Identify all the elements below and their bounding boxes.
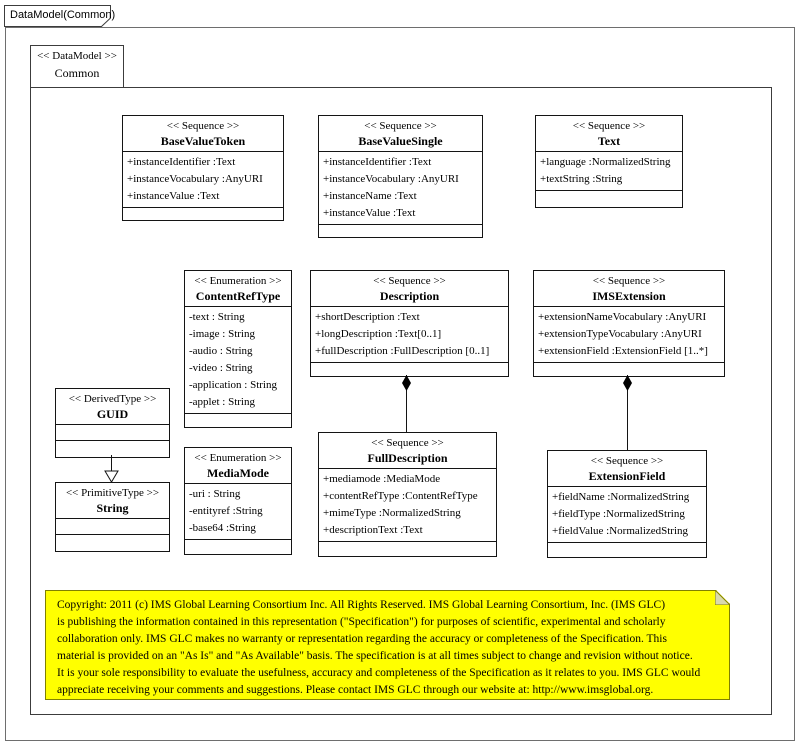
- class-name: Text: [597, 134, 621, 148]
- class-name: BaseValueSingle: [358, 134, 443, 148]
- composition-line-imsextension-extensionfield[interactable]: [627, 375, 628, 450]
- generalization-arrow-icon: [104, 470, 119, 483]
- empty-compartment: [185, 414, 291, 427]
- class-attribute: +instanceName :Text: [323, 190, 417, 202]
- copyright-note[interactable]: Copyright: 2011 (c) IMS Global Learning …: [45, 590, 730, 700]
- note-line: is publishing the information contained …: [57, 616, 666, 628]
- class-attribute: -image : String: [189, 328, 255, 340]
- empty-compartment: [319, 542, 496, 556]
- class-name: Description: [379, 289, 440, 303]
- class-stereotype: << Sequence >>: [590, 455, 664, 467]
- class-attribute: +instanceVocabulary :AnyURI: [127, 173, 263, 185]
- class-stereotype: << Sequence >>: [364, 120, 437, 132]
- class-stereotype: << Sequence >>: [373, 275, 446, 287]
- class-attribute: +fieldValue :NormalizedString: [552, 525, 689, 537]
- empty-compartment: [56, 441, 169, 457]
- class-name: MediaMode: [207, 466, 269, 480]
- empty-compartment: [319, 225, 482, 237]
- generalization-line-guid-string[interactable]: [111, 455, 112, 471]
- class-stereotype: << PrimitiveType >>: [65, 487, 160, 499]
- class-stereotype: << DerivedType >>: [68, 393, 157, 405]
- class-guid[interactable]: << DerivedType >> GUID: [55, 388, 170, 458]
- class-attribute: +instanceIdentifier :Text: [127, 156, 236, 168]
- class-name: IMSExtension: [592, 289, 666, 303]
- class-attribute: -video : String: [189, 362, 253, 374]
- class-attribute: +instanceVocabulary :AnyURI: [323, 173, 459, 185]
- class-attribute: +mediamode :MediaMode: [323, 473, 441, 485]
- diagram-frame: [5, 27, 795, 741]
- class-stereotype: << Sequence >>: [572, 120, 646, 132]
- class-fulldescription[interactable]: << Sequence >> FullDescription +mediamod…: [318, 432, 497, 557]
- class-name: ExtensionField: [588, 469, 666, 483]
- diagram-tab-label: DataModel(Common): [10, 9, 116, 21]
- empty-compartment: [185, 540, 291, 554]
- empty-compartment: [536, 191, 682, 207]
- class-name: FullDescription: [367, 451, 448, 465]
- class-name: ContentRefType: [195, 289, 281, 303]
- note-line: It is your sole responsibility to evalua…: [57, 667, 701, 679]
- class-stereotype: << Sequence >>: [592, 275, 666, 287]
- note-line: collaboration only. IMS GLC makes no war…: [57, 633, 667, 645]
- diagram-tab-shape: [4, 5, 111, 27]
- class-description[interactable]: << Sequence >> Description +shortDescrip…: [310, 270, 509, 377]
- class-attribute: -text : String: [189, 311, 245, 323]
- note-fold-icon: [715, 590, 730, 605]
- class-attribute: +language :NormalizedString: [540, 156, 671, 168]
- class-basevaluesingle[interactable]: << Sequence >> BaseValueSingle +instance…: [318, 115, 483, 238]
- class-attribute: +fieldType :NormalizedString: [552, 508, 685, 520]
- class-attribute: +mimeType :NormalizedString: [323, 507, 461, 519]
- note-line: appreciate receiving your comments and s…: [57, 684, 654, 696]
- class-attribute: -audio : String: [189, 345, 253, 357]
- empty-compartment: [123, 208, 283, 220]
- class-name: String: [96, 501, 129, 515]
- class-attribute: +fullDescription :FullDescription [0..1]: [315, 345, 490, 357]
- class-attribute: +textString :String: [540, 173, 623, 185]
- class-attribute: +shortDescription :Text: [315, 311, 420, 323]
- class-attribute: +contentRefType :ContentRefType: [323, 490, 478, 502]
- class-mediamode[interactable]: << Enumeration >> MediaMode -uri : Strin…: [184, 447, 292, 555]
- class-attribute: +instanceIdentifier :Text: [323, 156, 432, 168]
- note-line: material is provided on an "As Is" and "…: [57, 650, 693, 662]
- class-extensionfield[interactable]: << Sequence >> ExtensionField +fieldName…: [547, 450, 707, 558]
- class-attribute: +instanceValue :Text: [127, 190, 220, 202]
- class-attribute: -applet : String: [189, 396, 255, 408]
- class-attribute: +extensionTypeVocabulary :AnyURI: [538, 328, 702, 340]
- class-attribute: +descriptionText :Text: [323, 524, 423, 536]
- note-line: Copyright: 2011 (c) IMS Global Learning …: [57, 599, 666, 611]
- class-attribute: -uri : String: [189, 488, 241, 500]
- class-imsextension[interactable]: << Sequence >> IMSExtension +extensionNa…: [533, 270, 725, 377]
- package-name: Common: [54, 66, 100, 80]
- class-attribute: +extensionNameVocabulary :AnyURI: [538, 311, 707, 323]
- class-basevaluetoken[interactable]: << Sequence >> BaseValueToken +instanceI…: [122, 115, 284, 221]
- package-header[interactable]: << DataModel >> Common: [30, 45, 124, 89]
- class-contentreftype[interactable]: << Enumeration >> ContentRefType -text :…: [184, 270, 292, 428]
- composition-diamond-icon: [402, 375, 411, 391]
- class-name: BaseValueToken: [160, 134, 246, 148]
- empty-compartment: [56, 535, 169, 551]
- composition-line-description-fulldescription[interactable]: [406, 375, 407, 432]
- class-name: GUID: [96, 407, 129, 421]
- class-attribute: +instanceValue :Text: [323, 207, 416, 219]
- class-attribute: +fieldName :NormalizedString: [552, 491, 690, 503]
- class-attribute: -application : String: [189, 379, 277, 391]
- class-attribute: +extensionField :ExtensionField [1..*]: [538, 345, 708, 357]
- class-attribute: -base64 :String: [189, 522, 256, 534]
- diagram-tab[interactable]: DataModel(Common): [4, 5, 116, 29]
- class-stereotype: << Sequence >>: [371, 437, 444, 449]
- package-stereotype: << DataModel >>: [37, 50, 117, 62]
- class-string[interactable]: << PrimitiveType >> String: [55, 482, 170, 552]
- class-stereotype: << Enumeration >>: [194, 275, 282, 287]
- composition-diamond-icon: [623, 375, 632, 391]
- empty-compartment: [56, 519, 169, 535]
- empty-compartment: [548, 543, 706, 557]
- empty-compartment: [534, 363, 724, 376]
- empty-compartment: [56, 425, 169, 441]
- class-attribute: +longDescription :Text[0..1]: [315, 328, 442, 340]
- class-stereotype: << Sequence >>: [166, 120, 240, 132]
- empty-compartment: [311, 363, 508, 376]
- class-attribute: -entityref :String: [189, 505, 263, 517]
- class-stereotype: << Enumeration >>: [194, 452, 282, 464]
- class-text[interactable]: << Sequence >> Text +language :Normalize…: [535, 115, 683, 208]
